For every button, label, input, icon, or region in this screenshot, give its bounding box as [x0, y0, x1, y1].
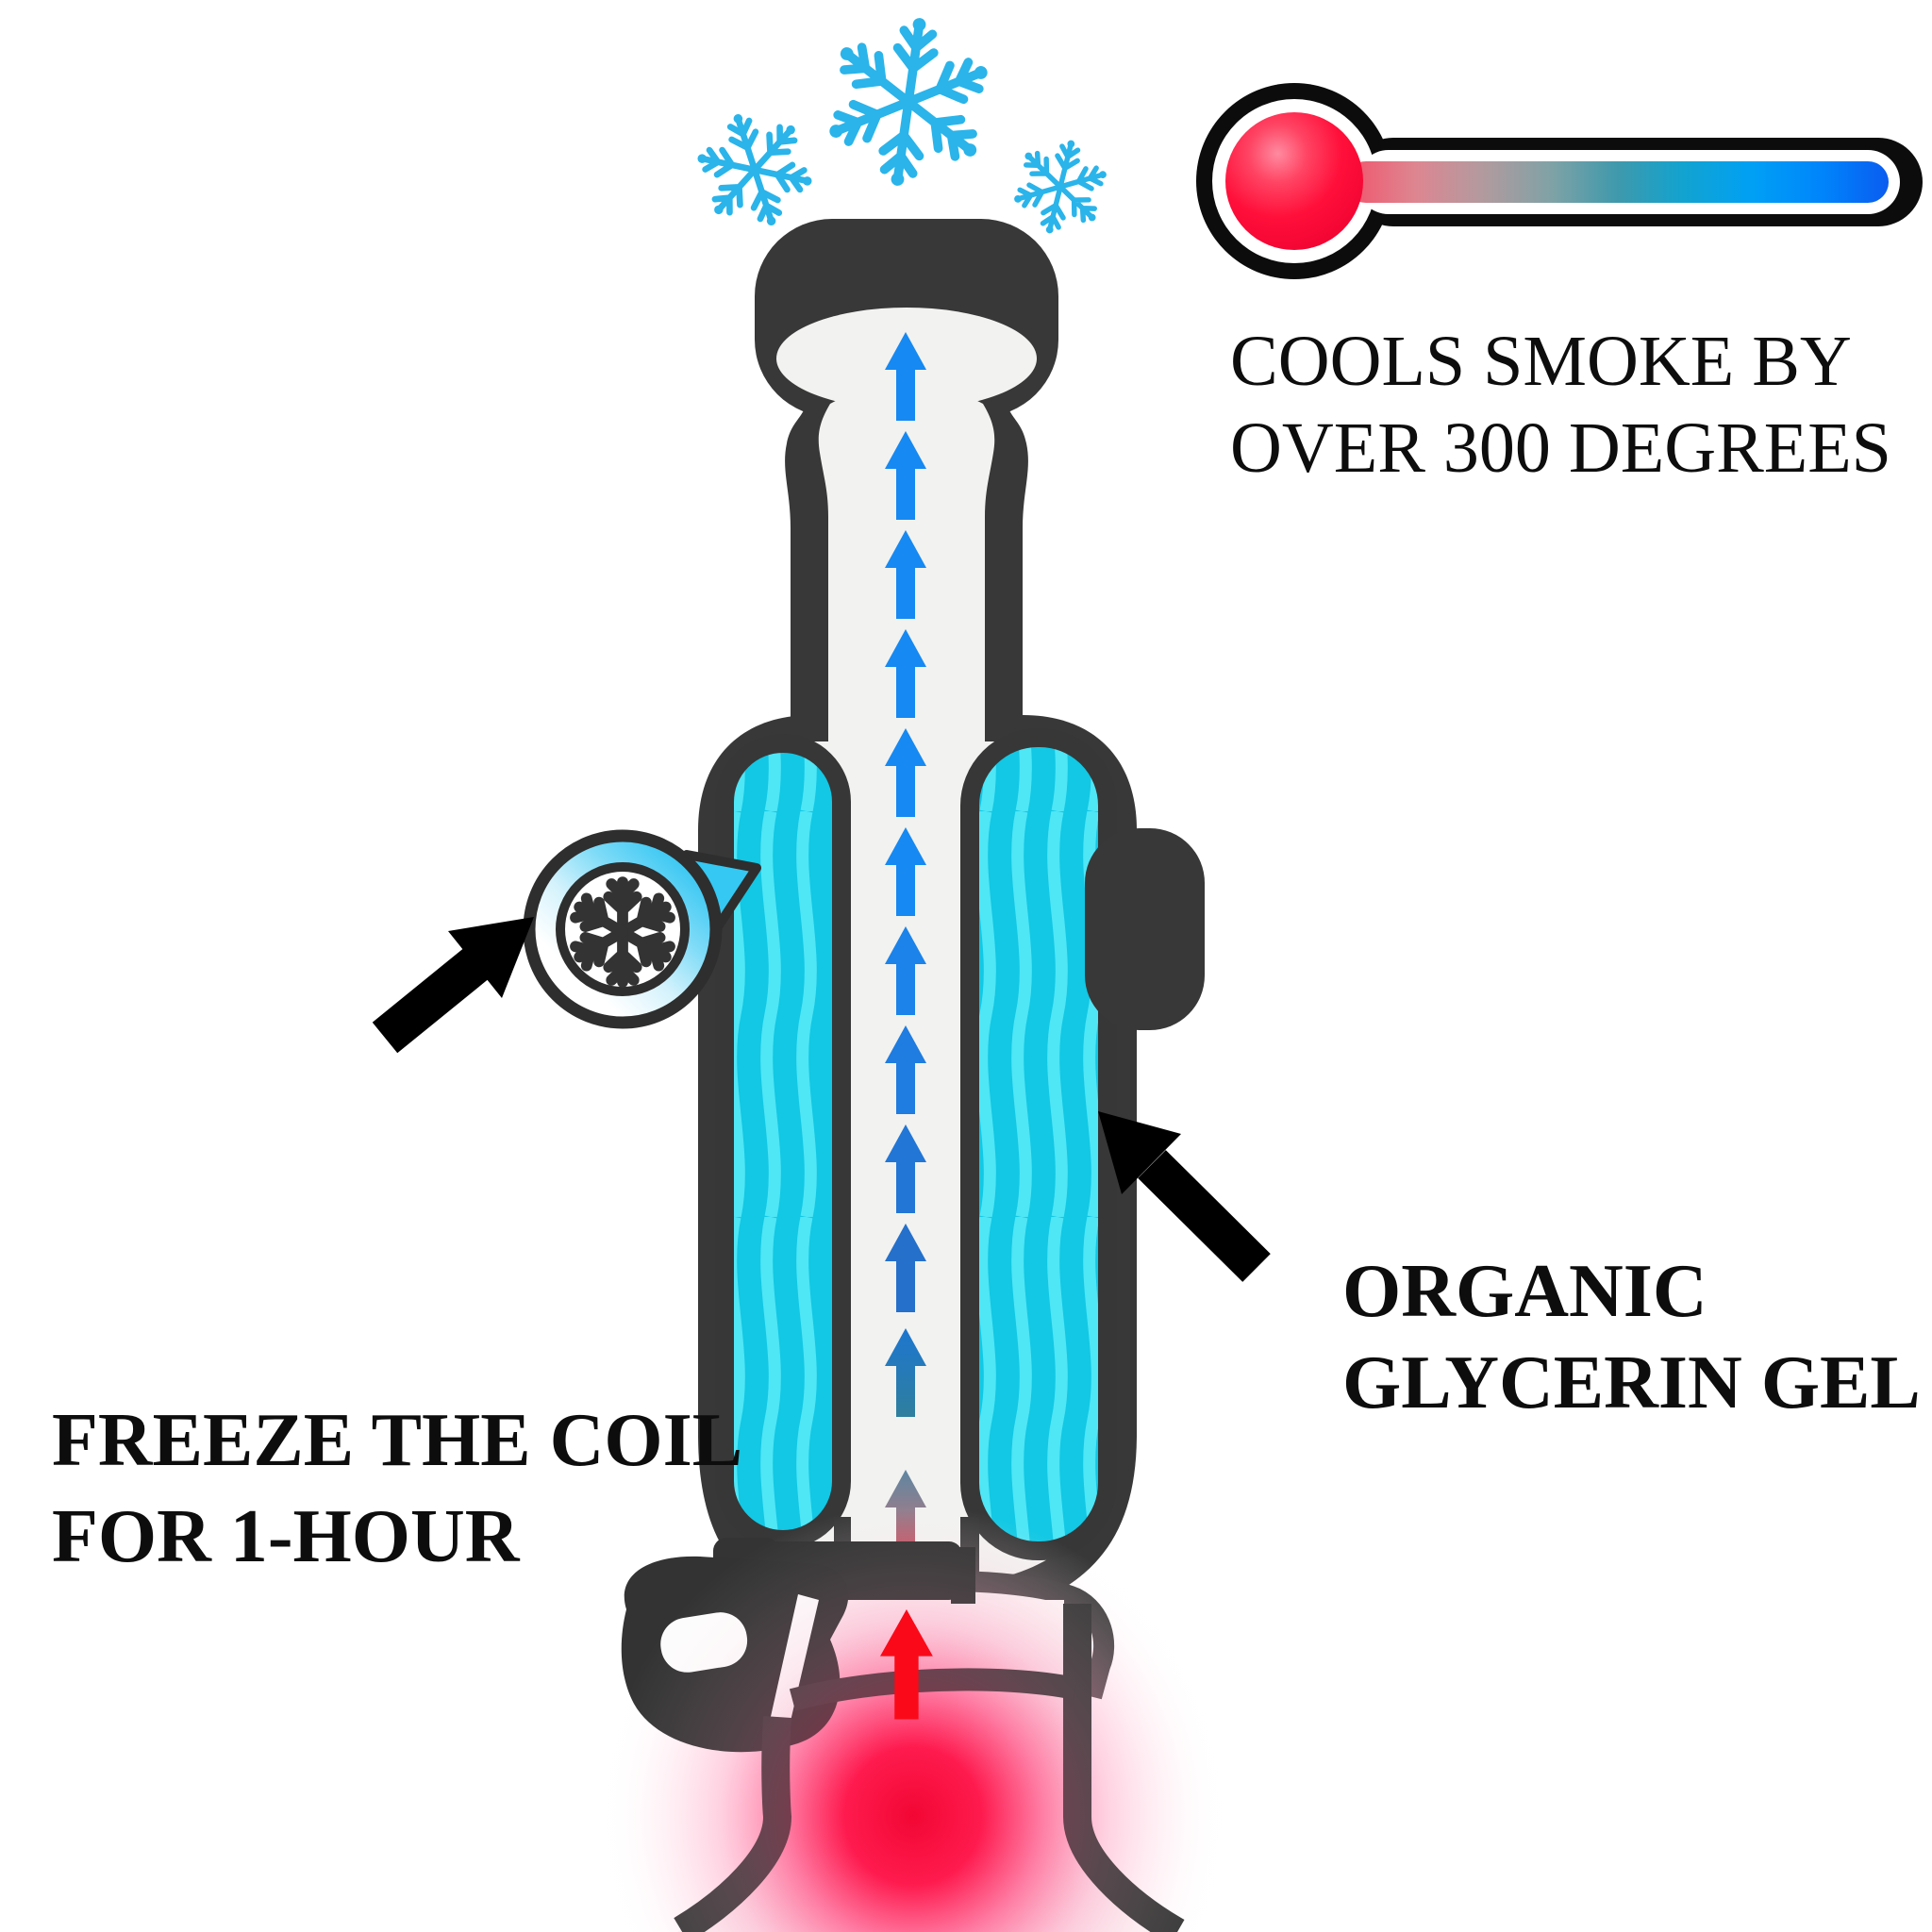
freeze-caption-line2: FOR 1-HOUR: [52, 1495, 521, 1578]
heater-base: [602, 1505, 1224, 1932]
glycerin-bong: [523, 219, 1205, 1611]
gel-caption-line2: GLYCERIN GEL: [1342, 1341, 1921, 1424]
thermometer-icon: [1196, 83, 1923, 279]
snowflake-badge-icon: [523, 829, 761, 1029]
side-grip: [1085, 828, 1205, 1030]
annotation-arrow-left: [372, 917, 534, 1054]
annotation-arrow-right: [1098, 1111, 1271, 1282]
glycerin-gel-right: [960, 728, 1117, 1560]
gel-caption-line1: ORGANIC: [1342, 1250, 1707, 1333]
freeze-caption-line1: FREEZE THE COIL: [52, 1399, 742, 1482]
cooling-caption-line1: COOLS SMOKE BY: [1230, 322, 1852, 401]
cooling-caption-line2: OVER 300 DEGREES: [1230, 408, 1891, 488]
